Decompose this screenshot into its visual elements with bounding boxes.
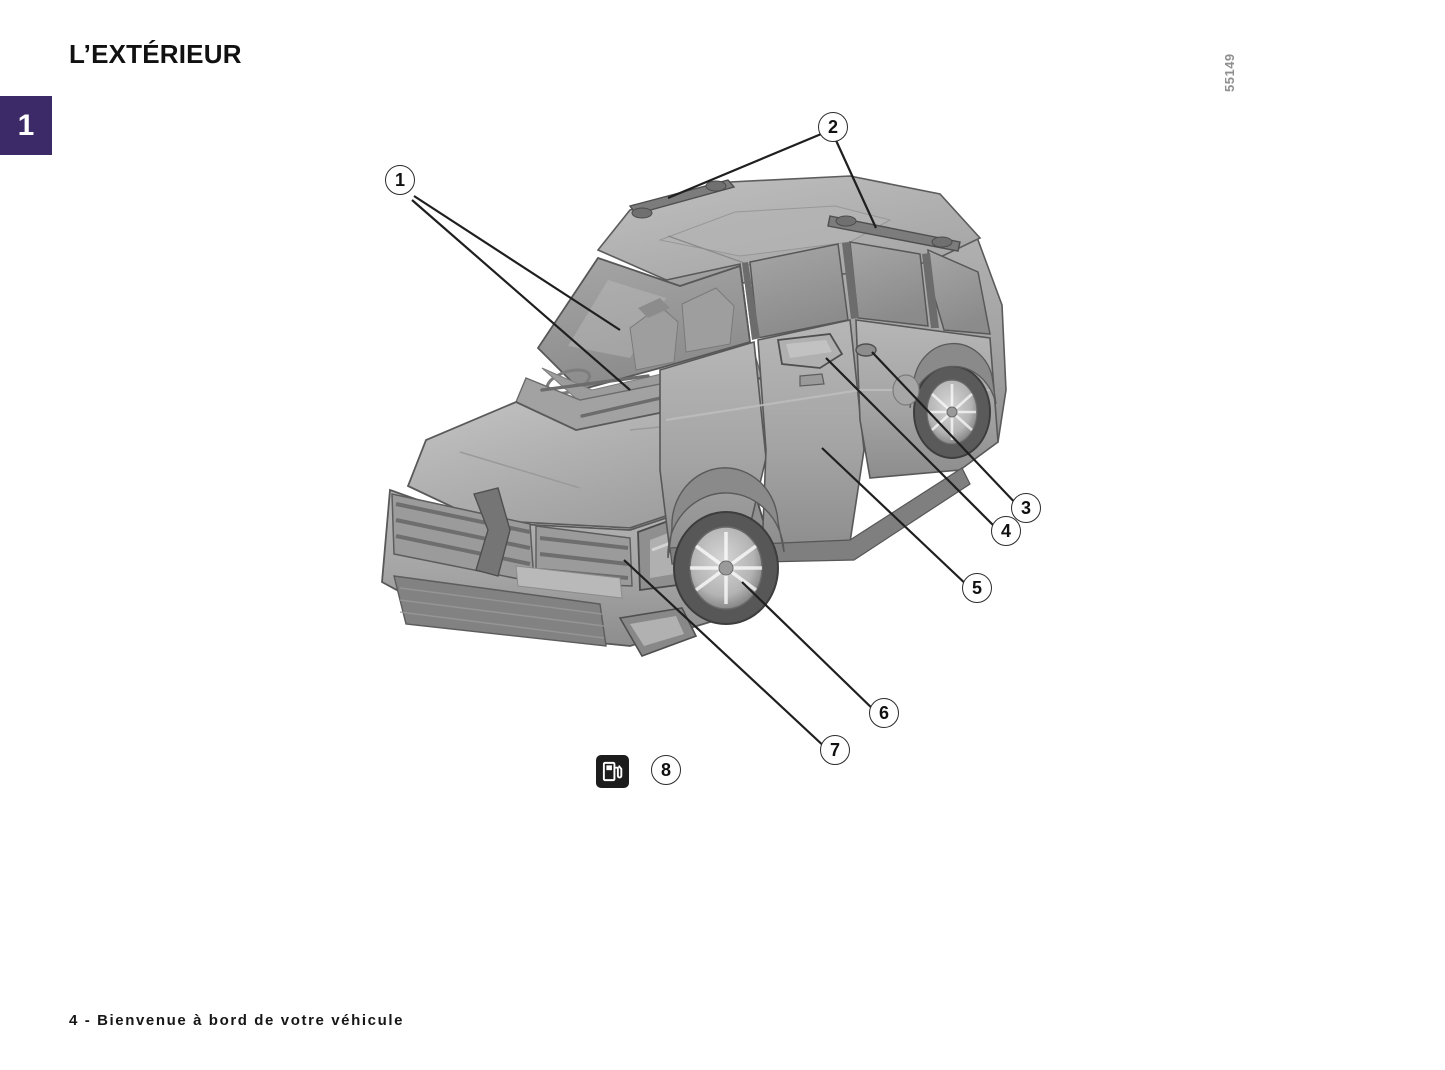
callout-marker-1[interactable]: 1	[385, 165, 415, 195]
number-plate-area	[515, 565, 623, 599]
bonnet-crease-left	[459, 451, 581, 489]
front-door-handle	[799, 373, 825, 387]
lower-grille-mesh	[399, 587, 605, 639]
rear-wheel-arch	[909, 342, 997, 409]
c-pillar	[842, 242, 859, 319]
front-wheel-arch	[667, 467, 785, 559]
callout-marker-5[interactable]: 5	[962, 573, 992, 603]
leader-line-6	[741, 581, 879, 715]
fuel-pump-icon	[596, 755, 629, 788]
callout-label-6: 6	[878, 703, 889, 723]
rear-wheel	[913, 365, 991, 459]
callout-label-7: 7	[829, 740, 840, 760]
leader-line-7	[623, 559, 829, 751]
roof-seam	[667, 235, 751, 266]
leader-lines	[411, 130, 1021, 751]
windscreen-wiper-driver	[540, 374, 650, 392]
headrest-front	[638, 298, 670, 318]
callout-label-3: 3	[1020, 498, 1031, 518]
rear-side-window	[849, 241, 929, 327]
roof-bar-right	[827, 215, 961, 252]
callout-marker-3[interactable]: 3	[1011, 493, 1041, 523]
callout-marker-6[interactable]: 6	[869, 698, 899, 728]
leader-line-2a	[667, 130, 827, 200]
exterior-mirror-highlight	[786, 340, 832, 358]
d-pillar	[922, 253, 939, 328]
fuel-pump-glyph	[602, 761, 623, 782]
roof-bar-right-foot-rear	[931, 236, 953, 248]
front-wheel	[673, 511, 779, 625]
callout-marker-8[interactable]: 8	[651, 755, 681, 785]
callout-label-4: 4	[1000, 521, 1011, 541]
leader-line-4	[825, 357, 1001, 533]
roof-bar-right-foot-front	[835, 215, 857, 227]
chapter-number: 1	[17, 108, 35, 142]
callout-label-5: 5	[971, 578, 982, 598]
vehicle-diagram-svg	[381, 130, 1021, 751]
page-title: L’EXTÉRIEUR	[69, 39, 242, 69]
vehicle-illustration	[330, 90, 1090, 810]
leader-line-1a	[413, 195, 621, 331]
fog-lamp-insert	[630, 616, 684, 646]
leader-line-2b	[832, 135, 878, 229]
figure-reference: 55149	[1222, 53, 1237, 92]
leader-line-3	[871, 351, 1021, 509]
callout-label-1: 1	[394, 170, 405, 190]
door-handle	[855, 343, 877, 357]
callout-label-8: 8	[660, 760, 671, 780]
page-footer: 4 - Bienvenue à bord de votre véhicule	[69, 1012, 405, 1029]
callout-marker-2[interactable]: 2	[818, 112, 848, 142]
callout-label-2: 2	[827, 117, 838, 137]
b-pillar	[742, 262, 760, 340]
callout-marker-7[interactable]: 7	[820, 735, 850, 765]
rear-seat	[681, 287, 735, 353]
renault-logo	[473, 487, 511, 577]
leader-line-5	[821, 447, 971, 589]
leader-line-1b	[411, 199, 631, 391]
chapter-tab: 1	[0, 96, 52, 155]
roof-bar-left-foot-rear	[705, 180, 727, 192]
roof-bar-left-foot-front	[631, 207, 653, 219]
callout-marker-4[interactable]: 4	[991, 516, 1021, 546]
vehicle-body-group	[381, 175, 1007, 657]
